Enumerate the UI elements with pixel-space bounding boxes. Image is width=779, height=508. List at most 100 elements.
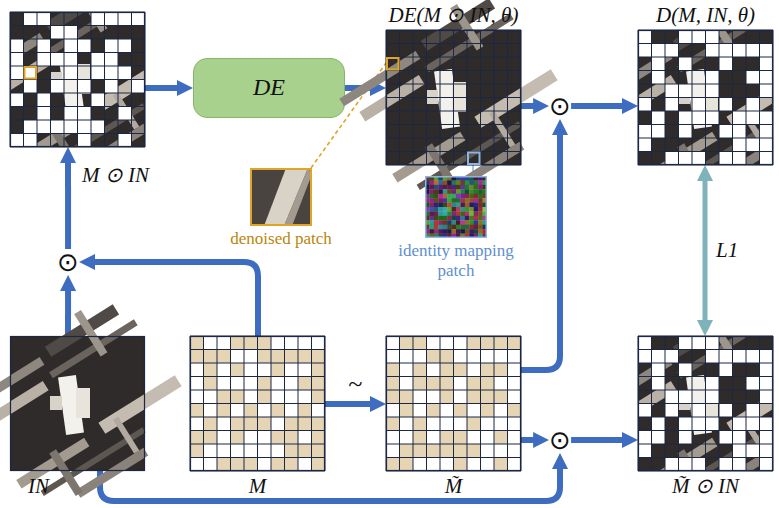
mask-cell	[508, 336, 522, 350]
mask-cell	[190, 431, 204, 445]
noise-pixel	[474, 203, 479, 208]
mask-cell	[271, 350, 285, 364]
noise-pixel	[469, 180, 474, 185]
patch-ground	[250, 168, 312, 226]
mask-cell	[231, 336, 245, 350]
network-box: DE	[193, 58, 345, 118]
grid-lines	[638, 30, 773, 165]
label-slot: M ⊙ IN	[82, 163, 149, 187]
photo-image	[588, 0, 779, 218]
mask-cell	[440, 431, 454, 445]
mask-cell	[298, 377, 312, 391]
noise-pixel	[478, 185, 483, 190]
noise-pixel	[443, 220, 448, 225]
noise-pixel	[465, 220, 470, 225]
noise-pixel	[443, 189, 448, 194]
noise-patch: identity mapping patch	[425, 176, 487, 238]
mask-cell	[454, 444, 468, 458]
mask-cell	[231, 390, 245, 404]
grid-image	[386, 336, 521, 471]
grid-lines	[386, 336, 521, 471]
operator-text: ⊙	[549, 93, 571, 119]
mask-cell	[204, 431, 218, 445]
mask-cell	[285, 431, 299, 445]
noise-pixel	[438, 216, 443, 221]
noise-pixel	[465, 185, 470, 190]
noise-pixel	[478, 229, 483, 234]
noise-pixel	[434, 211, 439, 216]
mask-cell	[440, 390, 454, 404]
noise-pixel	[443, 203, 448, 208]
image-grid: M̃	[386, 336, 521, 471]
patch-label: identity mapping patch	[386, 241, 526, 280]
noise-pixel	[465, 211, 470, 216]
clipped-photo	[588, 0, 779, 218]
mask-cell	[312, 390, 326, 404]
noise-pixel	[460, 198, 465, 203]
noise-pixel	[438, 225, 443, 230]
clipped-photo	[588, 296, 779, 508]
noise-pixel	[478, 207, 483, 212]
mask-cell	[312, 444, 326, 458]
mask-cell	[298, 350, 312, 364]
noise-pixel	[443, 180, 448, 185]
mask-cell	[413, 377, 427, 391]
noise-pixel	[469, 216, 474, 221]
noise-pixel	[474, 180, 479, 185]
denoised-patch-image	[250, 168, 312, 226]
noise-pixel	[452, 207, 457, 212]
noise-pixel	[456, 225, 461, 230]
mask-cell	[440, 377, 454, 391]
noise-pixel	[447, 225, 452, 230]
mask-cell	[386, 363, 400, 377]
mask-cell	[386, 417, 400, 431]
noise-pixel	[474, 194, 479, 199]
noise-pixel	[452, 229, 457, 234]
highlight-square	[25, 67, 37, 79]
grid-image	[10, 12, 145, 147]
mask-cell	[427, 350, 441, 364]
noise-pixel	[438, 198, 443, 203]
noise-pixel	[456, 203, 461, 208]
image-label: M	[249, 474, 267, 498]
flow-arrow	[571, 103, 626, 109]
mask-cell	[285, 458, 299, 472]
mask-cell	[271, 363, 285, 377]
noise-pixel	[429, 229, 434, 234]
label-slot: IN	[28, 474, 49, 498]
noise-pixel	[443, 198, 448, 203]
grid-ground	[190, 336, 325, 471]
flow-arrow	[571, 437, 626, 443]
noise-pixel	[465, 225, 470, 230]
image-grid: IN	[10, 336, 145, 471]
noise-pixel	[429, 207, 434, 212]
image-grid: DE(M ⊙ IN, θ)	[386, 30, 521, 165]
flow-arrow	[521, 131, 560, 370]
noise-pixel	[443, 225, 448, 230]
operator-symbol: ⊙	[549, 93, 571, 119]
noise-pixel	[460, 203, 465, 208]
operator-symbol: ⊙	[549, 427, 571, 453]
mask-cell	[440, 350, 454, 364]
noise-pixel	[438, 211, 443, 216]
noise-pixel	[465, 194, 470, 199]
label-slot: identity mapping patch	[386, 241, 526, 280]
mask-cell	[217, 390, 231, 404]
noise-pixel	[434, 203, 439, 208]
noise-pixel	[429, 198, 434, 203]
photo-image	[588, 296, 779, 508]
noise-pixel	[460, 194, 465, 199]
noise-pixel	[434, 189, 439, 194]
noise-pixel	[429, 189, 434, 194]
mask-cell	[427, 404, 441, 418]
noise-pixel	[478, 211, 483, 216]
mask-cell	[413, 336, 427, 350]
mask-cell	[204, 363, 218, 377]
mask-cell	[298, 444, 312, 458]
noise-pixel	[460, 225, 465, 230]
operator-symbol: ⊙	[57, 249, 79, 275]
mask-cell	[244, 404, 258, 418]
edge-label: L1	[716, 238, 738, 262]
noise-pixel	[452, 211, 457, 216]
